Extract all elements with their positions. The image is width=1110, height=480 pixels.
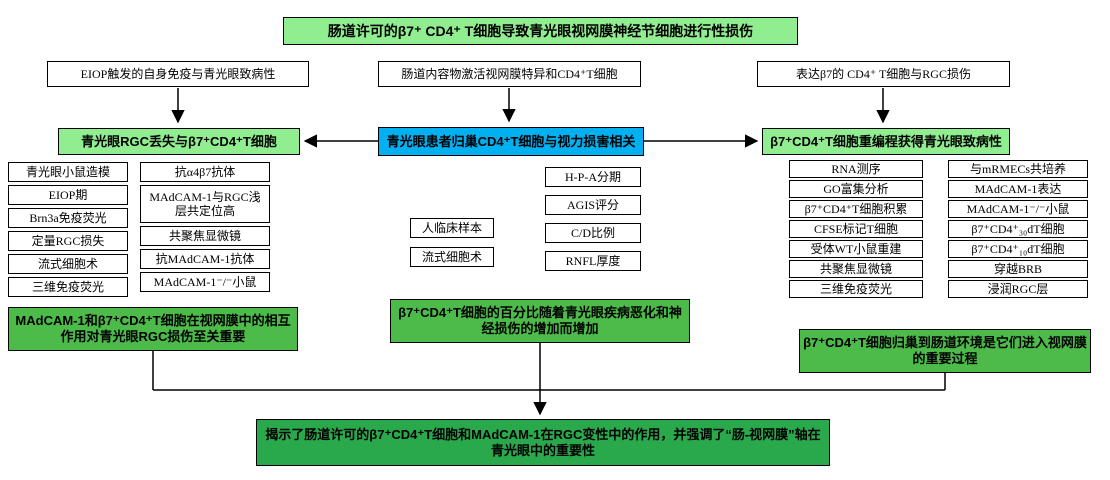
method-box: 浸润RGC层 [948, 280, 1088, 298]
method-box: RNA测序 [789, 160, 923, 178]
conclusion-box: 揭示了肠道许可的β7⁺CD4⁺T细胞和MAdCAM-1在RGC变性中的作用，并强… [256, 419, 830, 466]
figure-title: 肠道许可的β7⁺ CD4⁺ T细胞导致青光眼视网膜神经节细胞进行性损伤 [283, 17, 798, 45]
method-box: EIOP期 [8, 185, 128, 205]
method-box: RNFL厚度 [545, 251, 641, 271]
method-box: 与mRMECs共培养 [948, 160, 1088, 178]
method-box: MAdCAM-1表达 [948, 180, 1088, 198]
method-box: 穿越BRB [948, 260, 1088, 278]
method-box: AGIS评分 [545, 195, 641, 215]
method-box: MAdCAM-1与RGC浅层共定位高 [140, 185, 270, 223]
method-box: 定量RGC损失 [8, 231, 128, 251]
method-box: 抗MAdCAM-1抗体 [140, 249, 270, 269]
method-box: 三维免疫荧光 [789, 280, 923, 298]
method-box: 共聚焦显微镜 [789, 260, 923, 278]
summary-box-center: β7⁺CD4⁺T细胞的百分比随着青光眼疾病恶化和神经损伤的增加而增加 [390, 299, 690, 343]
method-box: β7⁺CD4⁺₁₀dT细胞 [948, 240, 1088, 258]
method-box: GO富集分析 [789, 180, 923, 198]
method-box: H-P-A分期 [545, 167, 641, 187]
method-box: β7⁺CD4⁺T细胞积累 [789, 200, 923, 218]
method-box: 抗α4β7抗体 [140, 162, 270, 182]
method-box: 受体WT小鼠重建 [789, 240, 923, 258]
method-box: 流式细胞术 [8, 254, 128, 274]
method-box: 三维免疫荧光 [8, 277, 128, 297]
hub-box: 青光眼患者归巢CD4⁺T细胞与视力损害相关 [378, 127, 644, 156]
method-box: 人临床样本 [410, 218, 494, 238]
method-box: β7⁺CD4⁺₃₀dT细胞 [948, 220, 1088, 238]
branch-header-left: 青光眼RGC丢失与β7⁺CD4⁺T细胞 [58, 128, 300, 155]
method-box: Brn3a免疫荧光 [8, 208, 128, 228]
method-box: CFSE标记T细胞 [789, 220, 923, 238]
hypothesis-box-left: EIOP触发的自身免疫与青光眼致病性 [47, 61, 309, 87]
summary-box-left: MAdCAM-1和β7⁺CD4⁺T细胞在视网膜中的相互作用对青光眼RGC损伤至关… [8, 307, 298, 351]
branch-header-right: β7⁺CD4⁺T细胞重编程获得青光眼致病性 [762, 128, 1010, 155]
method-box: 流式细胞术 [410, 247, 494, 267]
method-box: MAdCAM-1⁻/⁻小鼠 [140, 272, 270, 292]
method-box: C/D比例 [545, 223, 641, 243]
hypothesis-box-right: 表达β7的 CD4⁺ T细胞与RGC损伤 [757, 61, 1010, 87]
hypothesis-box-center: 肠道内容物激活视网膜特异和CD4⁺T细胞 [378, 61, 641, 87]
method-box: 共聚焦显微镜 [140, 226, 270, 246]
method-box: 青光眼小鼠造模 [8, 162, 128, 182]
summary-box-right: β7⁺CD4⁺T细胞归巢到肠道环境是它们进入视网膜的重要过程 [799, 329, 1091, 373]
method-box: MAdCAM-1⁻/⁻小鼠 [948, 200, 1088, 218]
